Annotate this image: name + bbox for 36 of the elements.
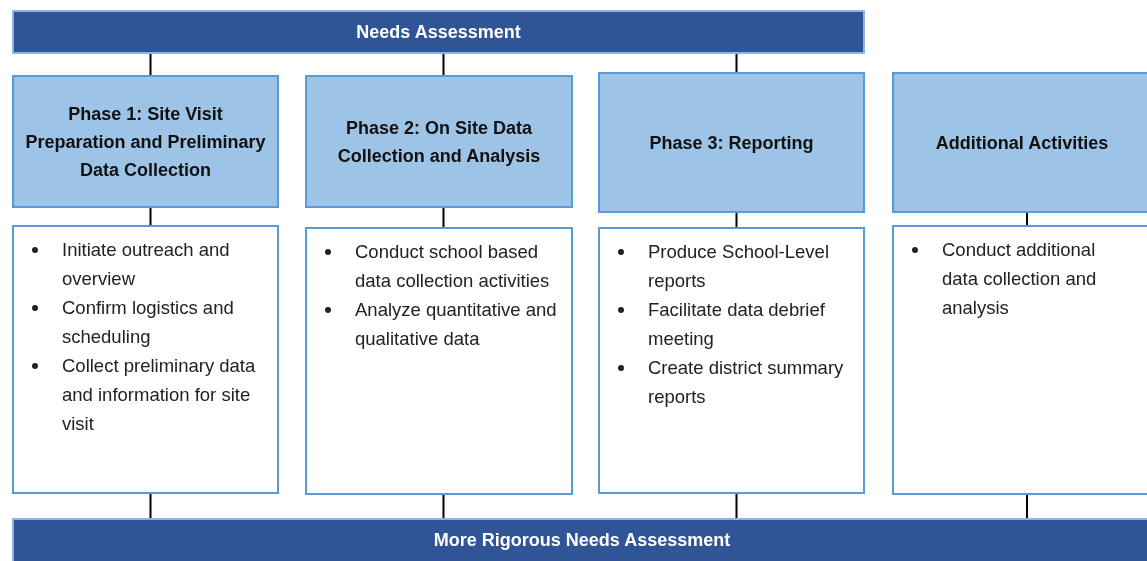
- phase-title: Phase 1: Site Visit Preparation and Preliminary Data Collection: [24, 102, 267, 182]
- bullet-item: Initiate outreach and overview: [62, 238, 231, 291]
- bullet-item: Collect preliminary data and information for site visit: [62, 354, 257, 436]
- phase-title: Additional Activities: [935, 131, 1109, 155]
- connector-line: [149, 207, 152, 226]
- bullet-item: Facilitate data debrief meeting: [648, 298, 826, 351]
- connector-line: [735, 493, 738, 519]
- task-list-box: [305, 227, 573, 495]
- connector-line: [149, 493, 152, 519]
- connector-line: [735, 212, 738, 228]
- phase-header-box: [892, 72, 1147, 213]
- task-list-box: [598, 227, 865, 494]
- connector-line: [442, 207, 445, 228]
- phase-header-box: [598, 72, 865, 213]
- bar-label: Needs Assessment: [356, 21, 521, 43]
- title-bar: [12, 518, 1147, 561]
- connector-line: [149, 53, 152, 76]
- bullet-item: Confirm logistics and scheduling: [62, 296, 235, 349]
- connector-line: [442, 53, 445, 76]
- bullet-item: Create district summary reports: [648, 356, 845, 409]
- task-list-box: [892, 225, 1147, 495]
- connector-line: [442, 494, 445, 519]
- phase-title: Phase 3: Reporting: [649, 131, 814, 155]
- bullet-item: Conduct school based data collection activities: [355, 240, 551, 293]
- task-list-box: [12, 225, 279, 494]
- bullet-item: Conduct additional data collection and analysis: [942, 238, 1098, 320]
- bullet-item: Produce School-Level reports: [648, 240, 830, 293]
- connector-line: [735, 53, 738, 73]
- connector-line: [1026, 212, 1028, 226]
- title-bar: [12, 10, 865, 54]
- bar-label: More Rigorous Needs Assessment: [433, 530, 731, 551]
- connector-line: [1026, 494, 1028, 519]
- phase-header-box: [12, 75, 279, 208]
- phase-header-box: [305, 75, 573, 208]
- phase-title: Phase 2: On Site Data Collection and Analysis: [336, 116, 542, 168]
- bullet-item: Analyze quantitative and qualitative data: [355, 298, 558, 351]
